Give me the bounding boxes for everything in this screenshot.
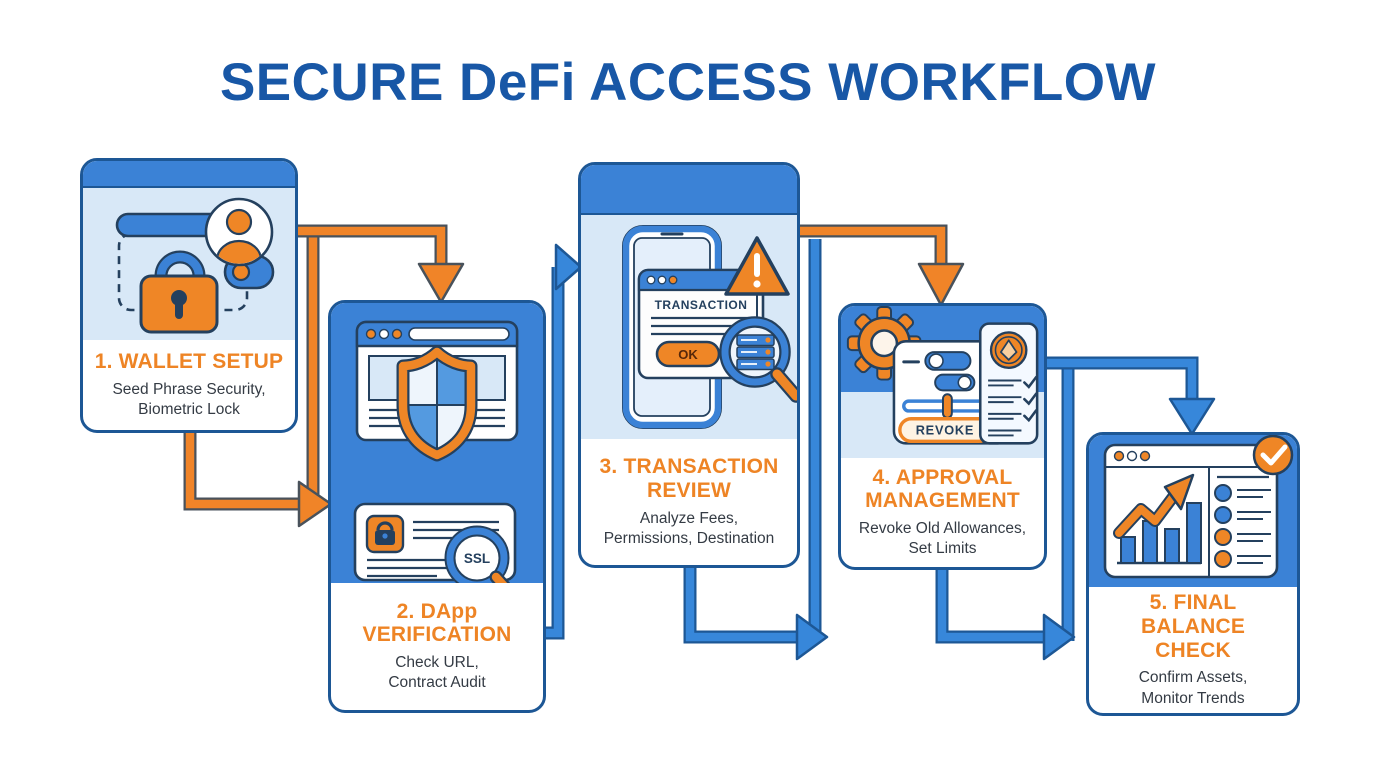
step-card-2: SSL 2. DApp VERIFICATION Check URL, Cont… bbox=[328, 300, 546, 713]
arrow-3-4 bbox=[799, 224, 965, 307]
card-5-text: 5. FINAL BALANCE CHECK Confirm Assets, M… bbox=[1089, 587, 1297, 713]
step-1-title: 1. WALLET SETUP bbox=[94, 350, 284, 373]
card-4-text: 4. APPROVAL MANAGEMENT Revoke Old Allowa… bbox=[841, 458, 1044, 567]
step-card-1: 1. WALLET SETUP Seed Phrase Security, Bi… bbox=[80, 158, 298, 433]
step-2-subtitle: Check URL, Contract Audit bbox=[388, 654, 486, 692]
card-1-text: 1. WALLET SETUP Seed Phrase Security, Bi… bbox=[83, 340, 295, 430]
step-5-subtitle: Confirm Assets, Monitor Trends bbox=[1138, 669, 1248, 707]
arrow-4-bottom-5 bbox=[935, 569, 1076, 661]
card-2-text: 2. DApp VERIFICATION Check URL, Contract… bbox=[331, 583, 543, 710]
step-3-title: 3. TRANSACTION REVIEW bbox=[599, 455, 779, 502]
eth-checklist-icon bbox=[978, 322, 1039, 445]
ssl-magnifier-icon: SSL bbox=[444, 525, 511, 583]
card-3-illustration: TRANSACTION OK bbox=[581, 215, 797, 439]
details-magnifier-icon bbox=[719, 316, 797, 403]
page-title: SECURE DeFi ACCESS WORKFLOW bbox=[219, 53, 1157, 112]
card-5-illustration bbox=[1089, 435, 1297, 587]
warning-icon bbox=[724, 236, 790, 296]
card-3-text: 3. TRANSACTION REVIEW Analyze Fees, Perm… bbox=[581, 439, 797, 565]
card-1-illustration bbox=[83, 188, 295, 340]
asset-checklist-icon bbox=[1214, 475, 1271, 568]
card-3-header-strip bbox=[581, 165, 797, 215]
ok-button bbox=[655, 340, 721, 368]
svg-text:SSL: SSL bbox=[464, 551, 490, 566]
step-card-4: REVOKE 4. APPROVAL MANAGEMENT Revoke Old… bbox=[838, 303, 1047, 570]
arrow-1-2 bbox=[297, 224, 465, 304]
arrow-4-5 bbox=[1046, 356, 1216, 436]
slider-handle bbox=[942, 393, 953, 419]
card-4-illustration: REVOKE bbox=[841, 306, 1044, 458]
step-5-title: 5. FINAL BALANCE CHECK bbox=[1140, 591, 1246, 662]
svg-text:TRANSACTION: TRANSACTION bbox=[655, 298, 748, 312]
step-card-3: TRANSACTION OK bbox=[578, 162, 800, 568]
bar-chart-icon bbox=[1117, 502, 1202, 565]
svg-text:REVOKE: REVOKE bbox=[916, 422, 975, 437]
arrow-1-bottom-2 bbox=[183, 432, 333, 528]
arrow-2-3 bbox=[545, 243, 583, 640]
browser-shield-icon bbox=[355, 320, 519, 462]
shield-icon bbox=[396, 345, 478, 462]
step-2-title: 2. DApp VERIFICATION bbox=[362, 599, 512, 647]
user-avatar-icon bbox=[204, 197, 274, 267]
arrow-3-bottom bbox=[683, 567, 829, 661]
card-1-header-strip bbox=[83, 161, 295, 188]
step-3-subtitle: Analyze Fees, Permissions, Destination bbox=[603, 509, 775, 547]
step-4-subtitle: Revoke Old Allowances, Set Limits bbox=[858, 520, 1027, 558]
check-badge-icon bbox=[1252, 435, 1294, 476]
step-4-title: 4. APPROVAL MANAGEMENT bbox=[865, 465, 1020, 513]
step-card-5: 5. FINAL BALANCE CHECK Confirm Assets, M… bbox=[1086, 432, 1300, 716]
card-2-illustration: SSL bbox=[331, 303, 543, 583]
trend-arrow-icon bbox=[1113, 473, 1195, 539]
step-1-subtitle: Seed Phrase Security, Biometric Lock bbox=[112, 380, 266, 418]
svg-text:OK: OK bbox=[678, 347, 698, 362]
